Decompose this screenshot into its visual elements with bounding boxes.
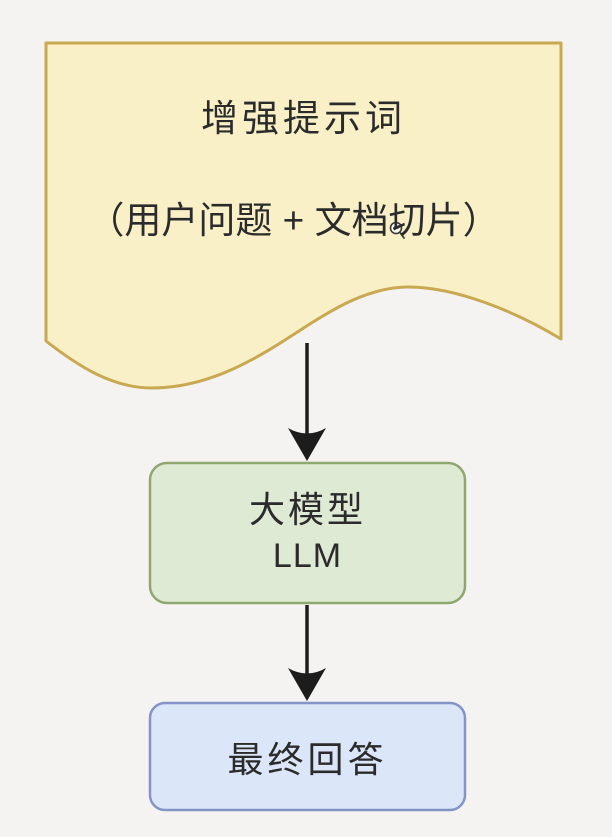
arrow-llm-to-answer xyxy=(288,605,326,701)
llm-label-zh: 大模型 xyxy=(248,489,366,530)
arrow-document-to-llm xyxy=(288,343,326,461)
llm-box xyxy=(148,461,467,605)
document-shape xyxy=(44,41,563,390)
zoom-out-cursor-icon xyxy=(389,221,405,239)
document-node-subtitle: （用户问题 + 文档切片） xyxy=(87,200,500,241)
llm-label-en: LLM xyxy=(272,537,343,575)
document-node-title: 增强提示词 xyxy=(201,98,406,139)
final-answer-label: 最终回答 xyxy=(150,703,465,810)
arrowhead-icon xyxy=(288,668,326,701)
final-answer-box xyxy=(148,701,467,812)
llm-node-label: 大模型 LLM xyxy=(150,463,465,603)
final-answer-text: 最终回答 xyxy=(227,738,388,780)
arrowhead-icon xyxy=(288,428,326,461)
